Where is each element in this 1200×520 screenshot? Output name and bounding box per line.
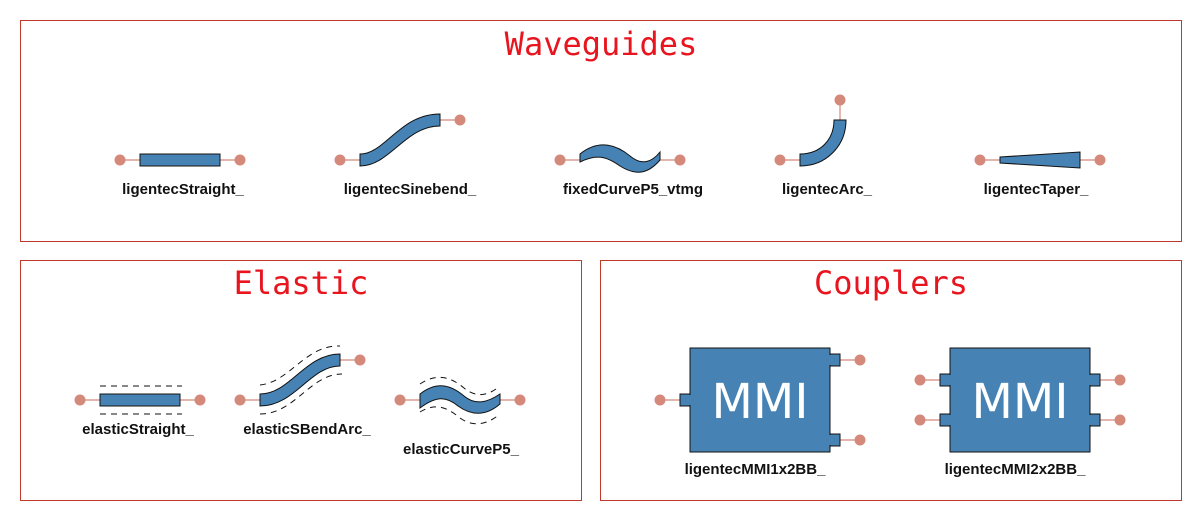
mmi-2x2-component[interactable]: MMI bbox=[914, 347, 1126, 453]
ligentec-sinebend-component[interactable] bbox=[334, 113, 466, 167]
label-ligentec-taper: ligentecTaper_ bbox=[983, 181, 1089, 198]
elastic-curve-component[interactable] bbox=[394, 376, 526, 425]
label-fixed-curve: fixedCurveP5_vtmg bbox=[562, 181, 704, 198]
panel-title-couplers: Couplers bbox=[813, 264, 969, 302]
mmi-2x2-text: MMI bbox=[972, 374, 1069, 430]
mmi-1x2-component[interactable]: MMI bbox=[654, 347, 866, 453]
ligentec-arc-component[interactable] bbox=[774, 94, 847, 167]
pin-left bbox=[114, 154, 126, 166]
panel-title-elastic: Elastic bbox=[233, 264, 369, 302]
ligentec-straight-component[interactable] bbox=[114, 153, 246, 167]
label-elastic-curve: elasticCurveP5_ bbox=[403, 441, 519, 458]
label-ligentec-straight: ligentecStraight_ bbox=[122, 181, 244, 198]
fixed-curve-component[interactable] bbox=[554, 144, 686, 173]
elastic-sbend-component[interactable] bbox=[234, 345, 366, 415]
mmi-1x2-text: MMI bbox=[712, 374, 809, 430]
waveguides-panel: Waveguides bbox=[20, 20, 1182, 242]
panel-title-waveguides: Waveguides bbox=[504, 25, 698, 63]
label-mmi-1x2: ligentecMMI1x2BB_ bbox=[684, 461, 826, 478]
label-elastic-straight: elasticStraight_ bbox=[82, 421, 194, 438]
label-elastic-sbend: elasticSBendArc_ bbox=[243, 421, 371, 438]
ligentec-taper-component[interactable] bbox=[974, 151, 1106, 169]
label-ligentec-sinebend: ligentecSinebend_ bbox=[343, 181, 477, 198]
label-mmi-2x2: ligentecMMI2x2BB_ bbox=[944, 461, 1086, 478]
pin-right bbox=[234, 154, 246, 166]
label-ligentec-arc: ligentecArc_ bbox=[781, 181, 873, 198]
elastic-straight-component[interactable] bbox=[74, 385, 206, 415]
